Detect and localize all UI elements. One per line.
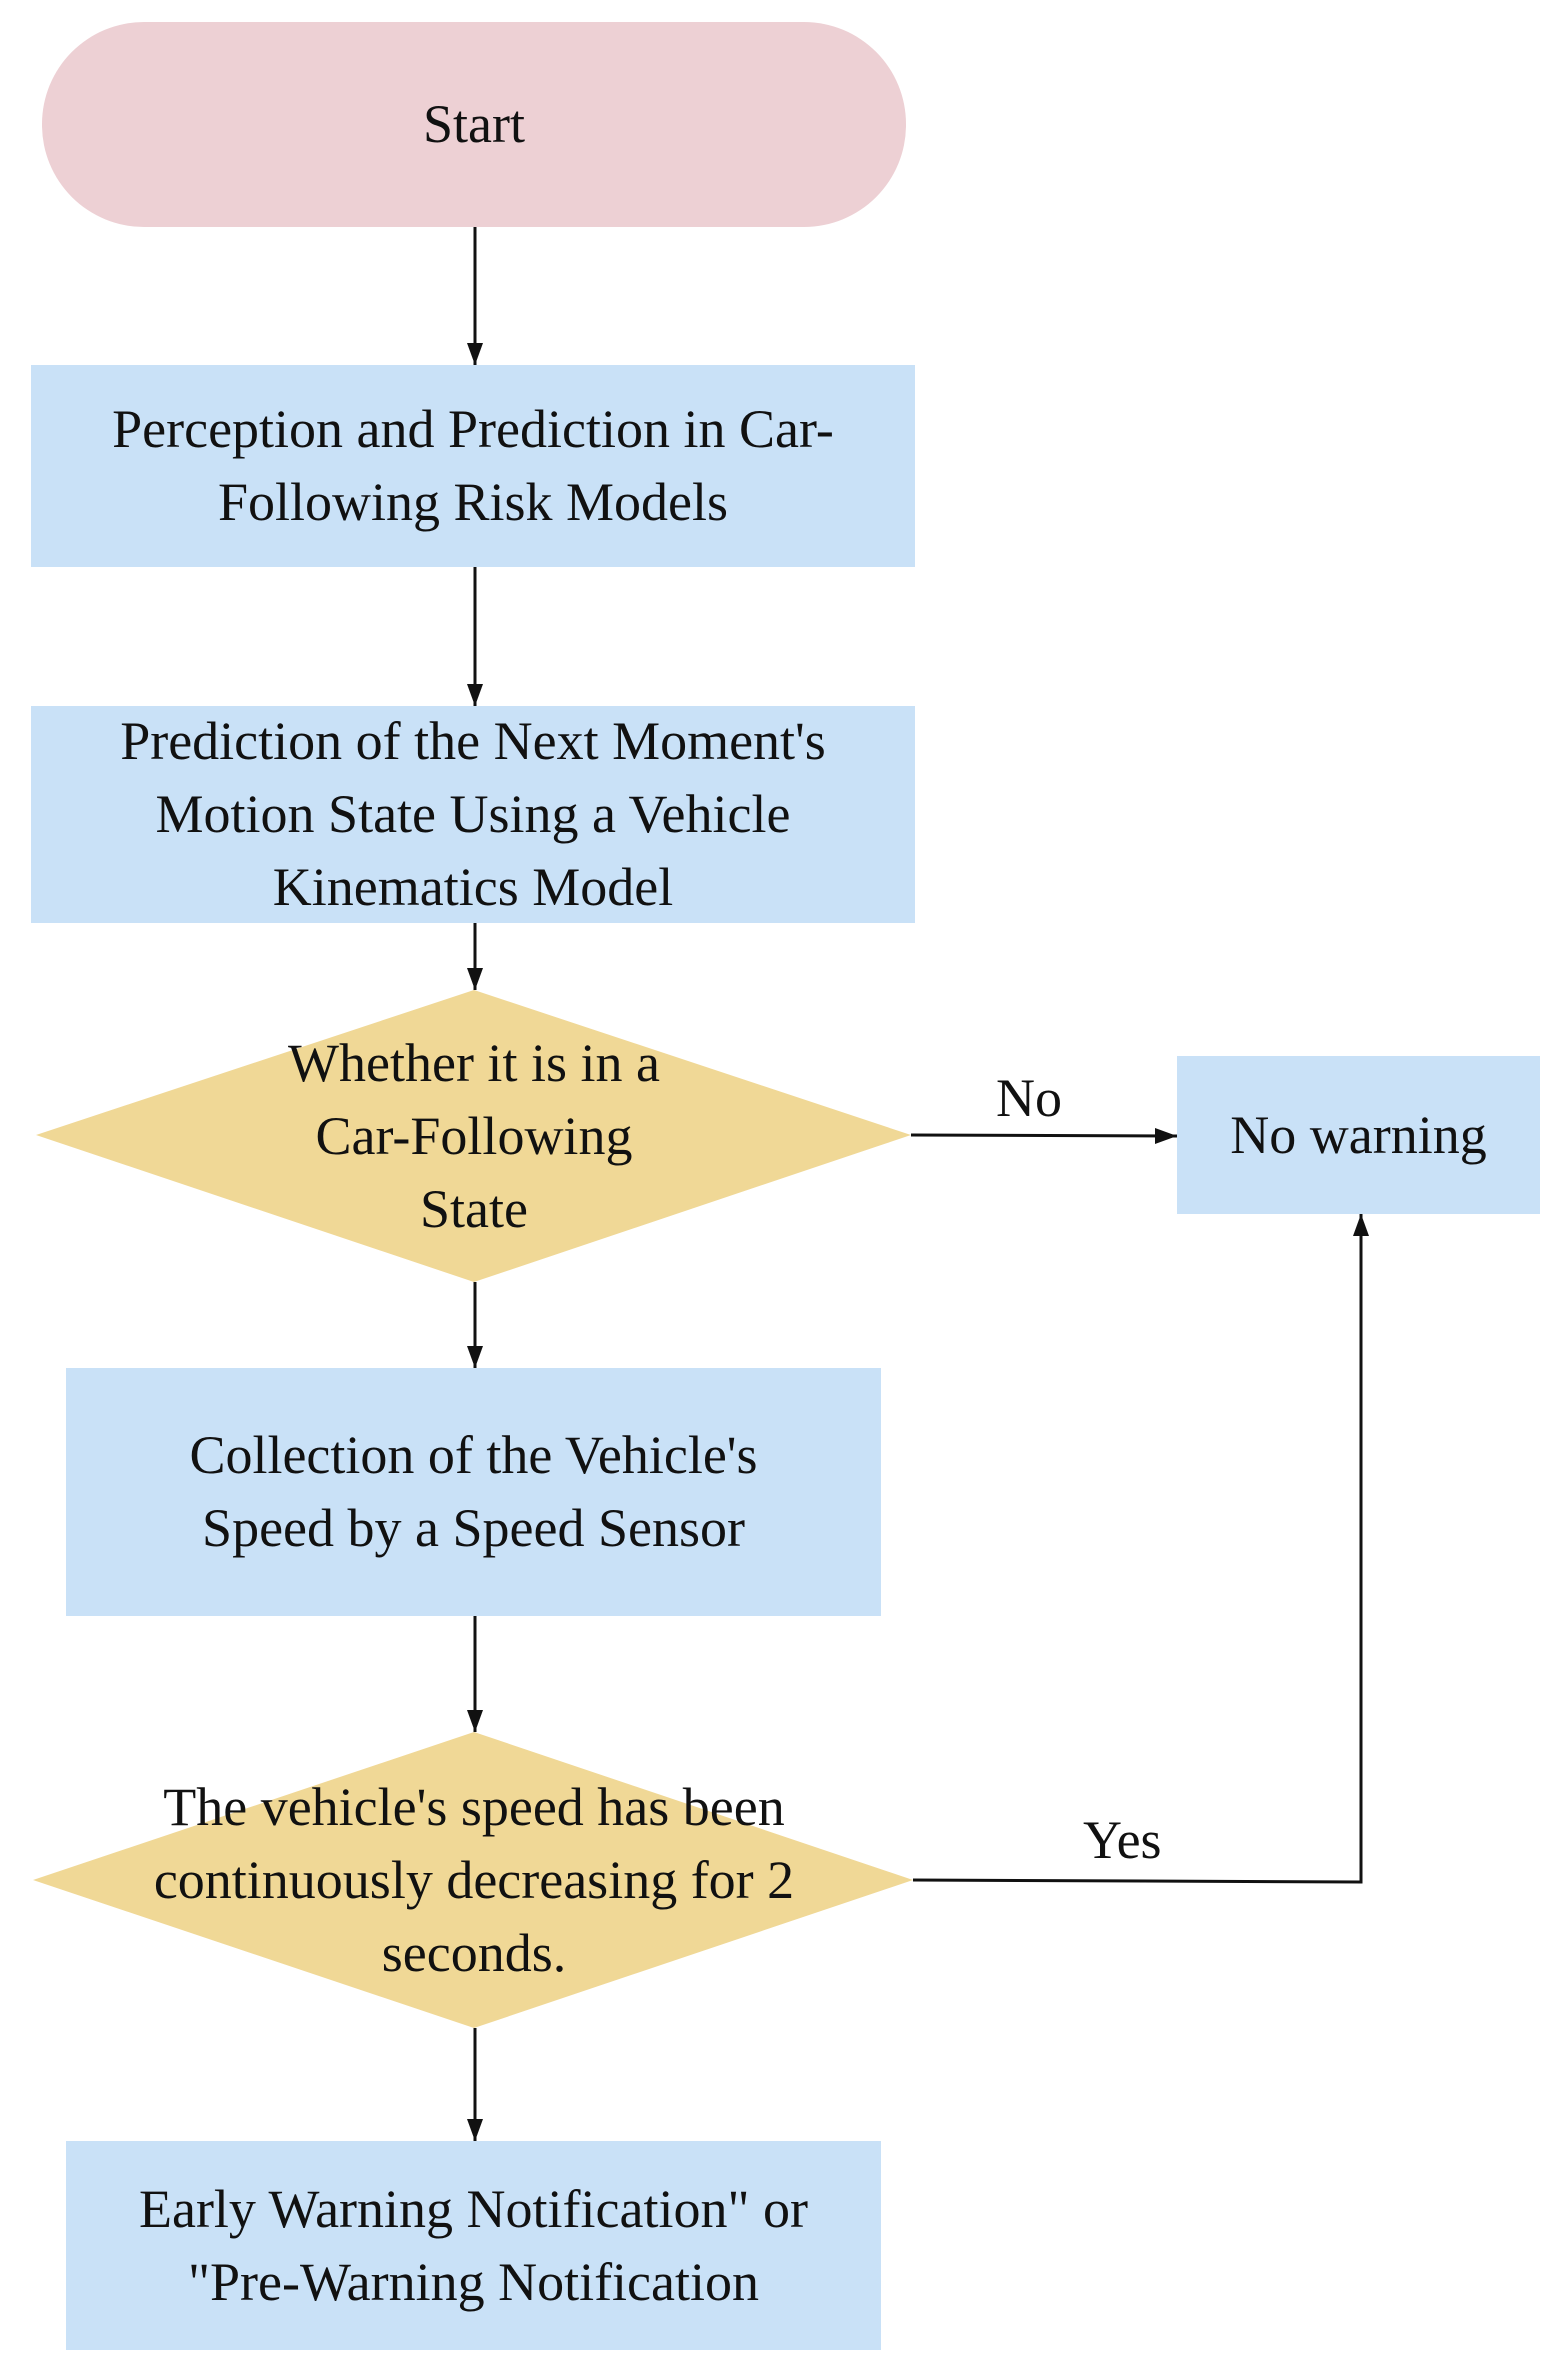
prediction-label-line: Prediction of the Next Moment's xyxy=(120,711,826,771)
arrowhead-car-following-check xyxy=(467,968,483,990)
no-warning-label: No warning xyxy=(1177,1056,1540,1214)
edge-label-no: No xyxy=(996,1068,1062,1128)
car-following-check-label-line: State xyxy=(420,1179,528,1239)
perception-process-shape xyxy=(31,365,915,567)
arrowhead-speed-collection xyxy=(467,1346,483,1368)
speed-decrease-check-label-line: The vehicle's speed has been xyxy=(163,1776,785,1837)
car-following-decision-shape xyxy=(36,990,911,1282)
arrowhead-no-warning-from-no xyxy=(1155,1128,1177,1144)
arrowhead-speed-decrease-check xyxy=(467,1710,483,1732)
arrowhead-early-warning xyxy=(467,2119,483,2141)
car-following-check-label-line: Car-Following xyxy=(315,1106,633,1166)
start-label: Start xyxy=(42,22,906,227)
speed-decrease-check-label: The vehicle's speed has been continuousl… xyxy=(83,1770,865,1990)
perception-label-line: Following Risk Models xyxy=(217,472,729,532)
no-warning-label-line: No warning xyxy=(1230,1104,1487,1165)
prediction-process-shape xyxy=(31,706,915,923)
early-warning-process-shape xyxy=(66,2141,881,2350)
arrowhead-prediction xyxy=(467,684,483,706)
perception-label: Perception and Prediction in Car- Follow… xyxy=(31,365,915,567)
early-warning-label: Early Warning Notification" or "Pre-Warn… xyxy=(66,2141,881,2350)
speed-collection-label: Collection of the Vehicle's Speed by a S… xyxy=(66,1368,881,1616)
speed-decrease-check-label-line: seconds. xyxy=(381,1922,567,1983)
speed-decrease-decision-shape xyxy=(33,1732,913,2028)
start-label-line: Start xyxy=(423,94,525,154)
speed-collection-process-shape xyxy=(66,1368,881,1616)
perception-label-line: Perception and Prediction in Car- xyxy=(112,399,834,459)
arrowhead-no-warning-from-yes xyxy=(1353,1214,1369,1236)
car-following-check-label-line: Whether it is in a xyxy=(288,1033,660,1093)
speed-collection-label-line: Speed by a Speed Sensor xyxy=(202,1498,745,1558)
prediction-label: Prediction of the Next Moment's Motion S… xyxy=(31,706,915,923)
start-terminal-shape xyxy=(42,22,906,227)
early-warning-label-line: "Pre-Warning Notification xyxy=(187,2251,760,2312)
no-warning-process-shape xyxy=(1177,1056,1540,1214)
speed-decrease-check-label-line: continuously decreasing for 2 xyxy=(153,1849,795,1910)
arrowhead-perception xyxy=(467,343,483,365)
edge-no-to-no-warning xyxy=(910,1133,1178,1138)
prediction-label-line: Motion State Using a Vehicle xyxy=(155,784,791,844)
early-warning-label-line: Early Warning Notification" or xyxy=(138,2178,808,2239)
speed-collection-label-line: Collection of the Vehicle's xyxy=(189,1425,758,1485)
edge-label-yes: Yes xyxy=(1083,1810,1162,1870)
prediction-label-line: Kinematics Model xyxy=(272,857,674,917)
car-following-check-label: Whether it is in a Car-Following State xyxy=(136,1027,812,1246)
edge-yes-to-no-warning xyxy=(912,1214,1363,1884)
